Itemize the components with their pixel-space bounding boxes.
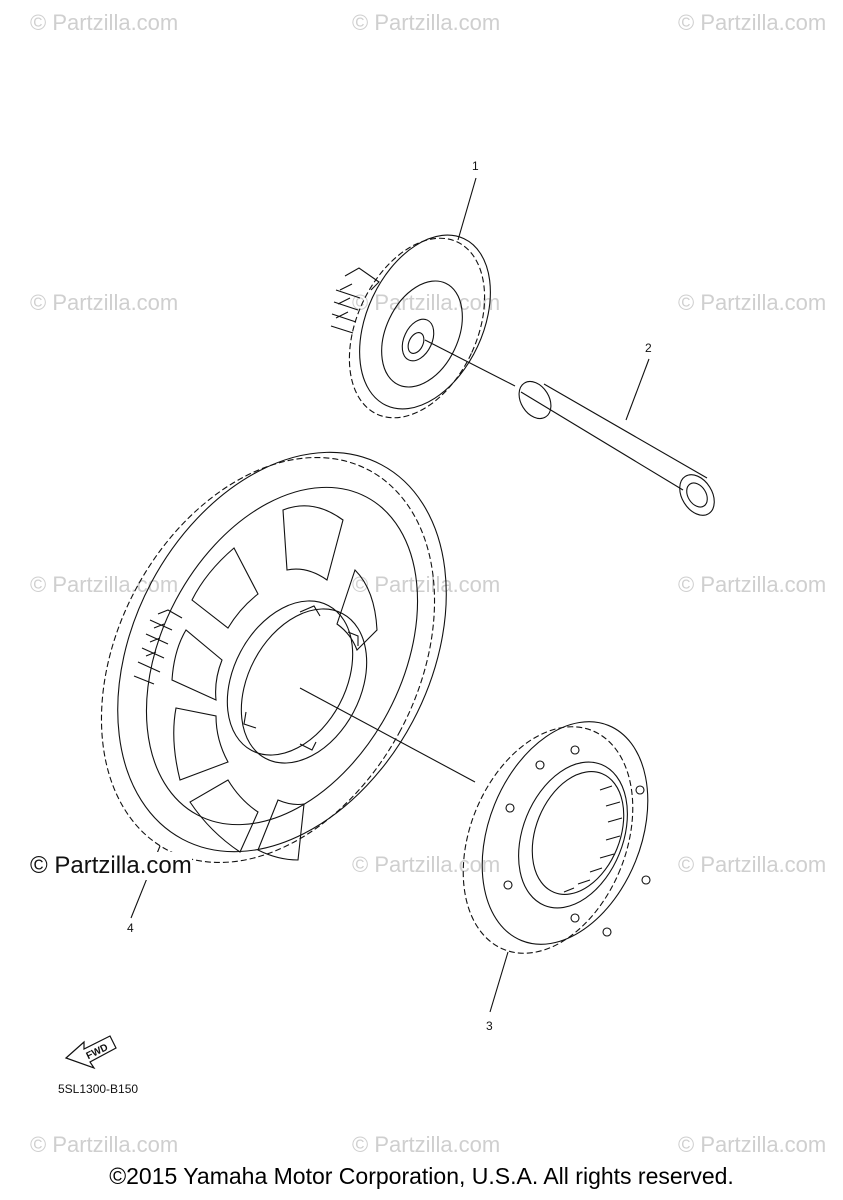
part-4-starter-wheel-gear — [100, 451, 447, 864]
watermark: © Partzilla.com — [352, 1132, 501, 1157]
watermark-prominent: © Partzilla.com — [30, 852, 192, 880]
watermark: © Partzilla.com — [30, 1132, 179, 1157]
leader-line-2 — [625, 358, 650, 421]
leader-line-1 — [457, 177, 477, 241]
watermark: © Partzilla.com — [352, 10, 501, 35]
diagram-code: 5SL1300-B150 — [58, 1082, 139, 1096]
watermark: © Partzilla.com — [678, 1132, 827, 1157]
axis-line — [299, 687, 476, 783]
watermark: © Partzilla.com — [352, 572, 501, 597]
watermark: © Partzilla.com — [678, 10, 827, 35]
watermark: © Partzilla.com — [352, 290, 501, 315]
watermark: © Partzilla.com — [30, 290, 179, 315]
watermark: © Partzilla.com — [30, 10, 179, 35]
watermark: © Partzilla.com — [678, 290, 827, 315]
part-1-idler-gear — [330, 234, 491, 419]
watermark: © Partzilla.com — [678, 572, 827, 597]
watermark: © Partzilla.com — [678, 852, 827, 877]
fwd-arrow-icon — [64, 1035, 117, 1070]
axis-line — [424, 339, 516, 387]
watermark: © Partzilla.com — [30, 572, 179, 597]
part-2-shaft — [518, 380, 715, 516]
callout-3: 3 — [486, 1019, 493, 1033]
copyright-notice: ©2015 Yamaha Motor Corporation, U.S.A. A… — [109, 1163, 734, 1189]
part-3-one-way-clutch — [462, 721, 651, 954]
fwd-label: FWD — [85, 1042, 110, 1062]
callout-2: 2 — [645, 341, 652, 355]
watermark: © Partzilla.com — [352, 852, 501, 877]
leader-line-3 — [489, 951, 509, 1013]
callout-4: 4 — [127, 921, 134, 935]
callout-1: 1 — [472, 159, 479, 173]
